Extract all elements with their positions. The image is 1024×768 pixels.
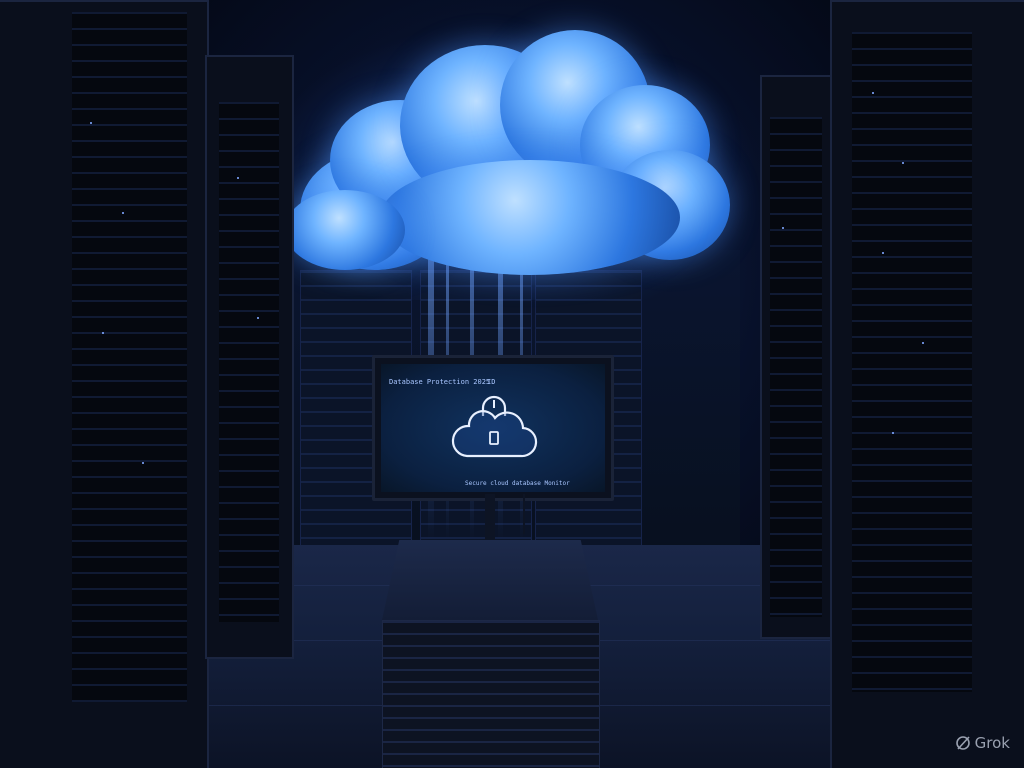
server-rack-right-inner [760,75,834,639]
screen-footer: Secure cloud database Monitor [465,480,570,487]
pedestal-cabinet [382,620,600,768]
screen-header-right: ID [487,378,496,386]
server-rack-left-inner [205,55,294,659]
pedestal-cabinet-top [382,540,598,620]
monitor: Database Protection 2025 ID Secure cloud… [372,355,614,501]
grok-logo-icon [955,736,970,750]
watermark-text: Grok [974,734,1010,752]
watermark: Grok [955,734,1010,752]
server-rack-left-outer [0,0,209,768]
screen-header-left: Database Protection 2025 [389,378,491,386]
server-rack-right-outer [830,0,1024,768]
monitor-screen: Database Protection 2025 ID Secure cloud… [381,364,605,492]
monitor-stand [485,494,495,550]
cloud-lock-icon [451,395,538,458]
monitor-cable [523,494,525,534]
